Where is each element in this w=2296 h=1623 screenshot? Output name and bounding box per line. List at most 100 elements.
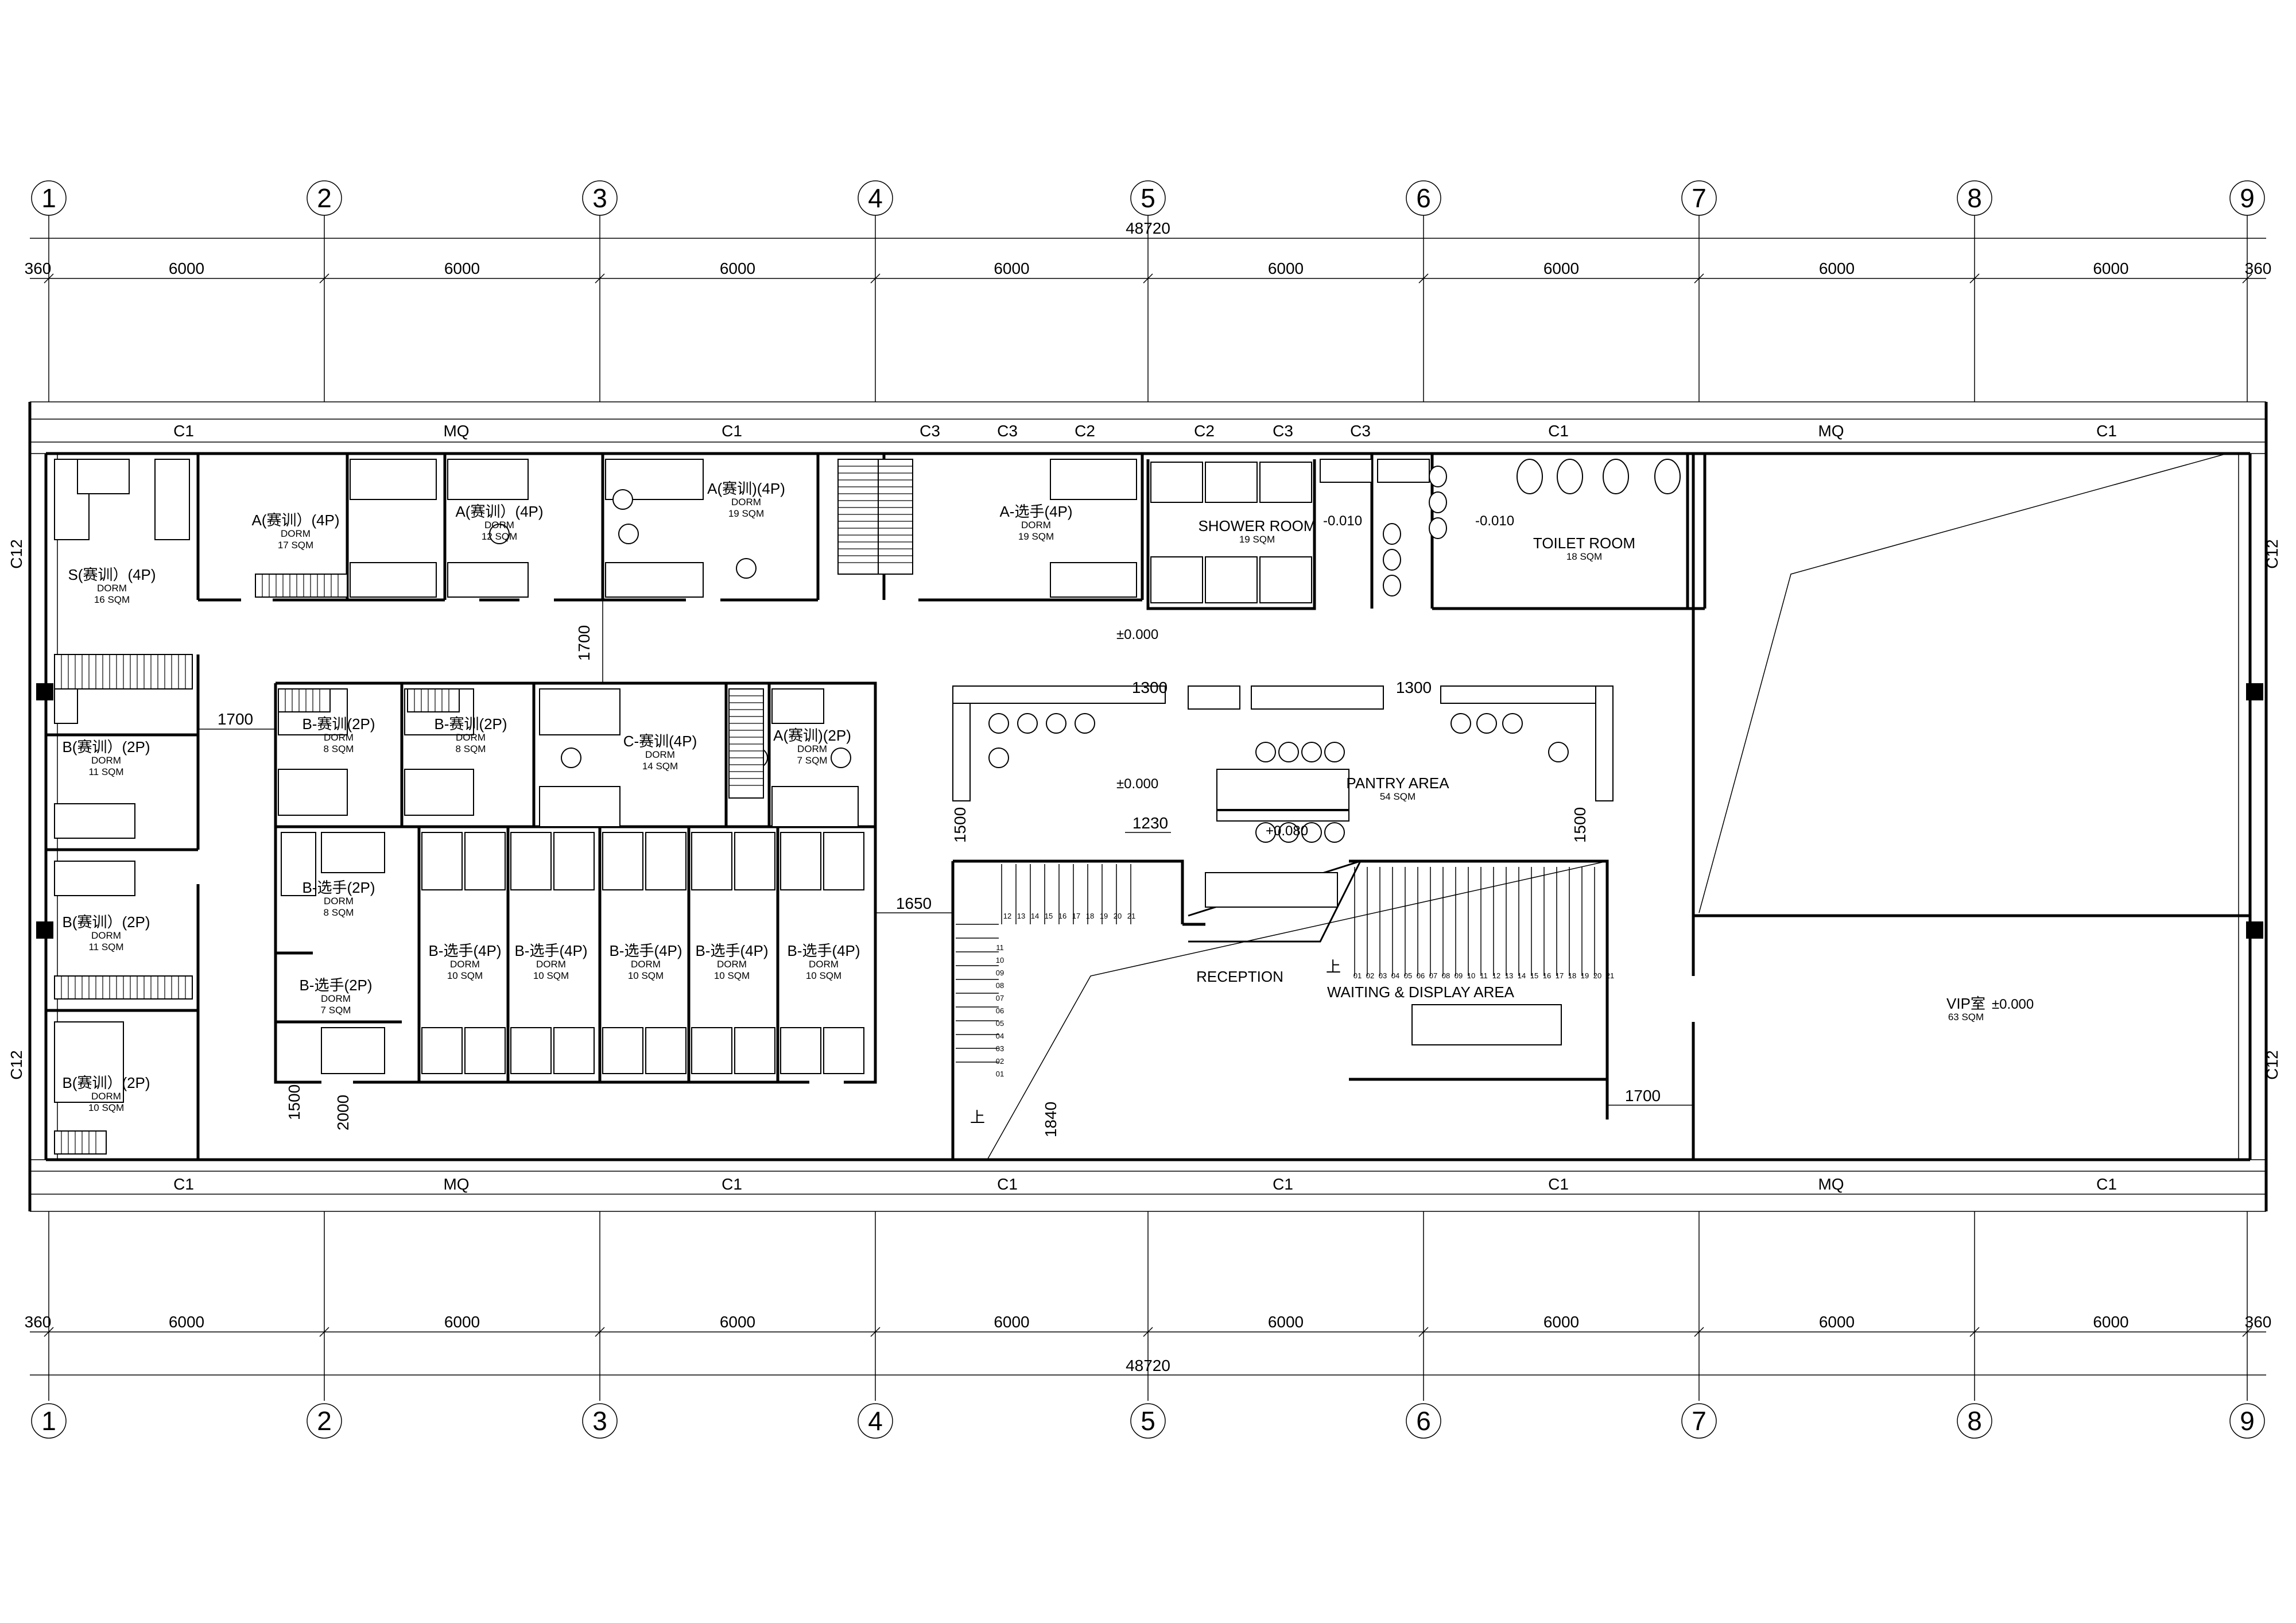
room-name-a-train-12: A(赛训）(4P) [455,503,543,520]
room-area: 19 SQM [1018,531,1054,542]
toilet [1557,459,1583,494]
stair-step-num: 14 [1518,971,1526,980]
dim-1230: 1230 [1133,814,1168,832]
dim-1700-vertical: 1700 [575,625,593,661]
axis-bubble [307,180,342,216]
window-label: C3 [1273,422,1293,440]
room-name-b-player-4p-1: B-选手(4P) [428,942,501,959]
window-label-side: C12 [2263,1050,2281,1079]
chair [988,747,1009,768]
stair-step-num: 03 [1379,971,1387,980]
bed [1050,459,1137,500]
stair-step-num: 21 [1127,912,1135,920]
room-type: DORM [281,528,311,539]
dim-1500-bottom: 1500 [285,1084,303,1120]
dim-bay: 6000 [1819,1313,1855,1331]
room-type: DORM [484,520,514,530]
dim-bay: 6000 [2093,1313,2128,1331]
window-label: C1 [997,1175,1018,1193]
stair-step-num: 09 [996,969,1004,977]
window-label: C1 [722,422,742,440]
room-name-b-train-8b: B-赛训(2P) [434,715,507,733]
window-label-side: C12 [7,539,25,568]
room-name-vip: VIP室 [1946,995,1985,1012]
axis-label: 6 [1416,183,1431,213]
axis-label: 7 [1692,183,1707,213]
stair-step-num: 01 [996,1070,1004,1078]
stair-step-num: 12 [1003,912,1011,920]
dim-1300-left: 1300 [1132,679,1168,696]
room-type: DORM [324,732,354,743]
axis-label: 5 [1141,183,1155,213]
bed [154,459,190,540]
bed [54,459,90,540]
room-name-a-train-7: A(赛训)(2P) [773,727,851,744]
room-area: 54 SQM [1380,791,1415,802]
toilet [1603,459,1629,494]
room-area: 10 SQM [533,970,569,981]
chair [1278,822,1299,843]
dim-1700-right: 1700 [1625,1087,1661,1105]
chair [1301,742,1322,762]
chair [1255,822,1276,843]
bed [823,832,864,890]
window-label: C3 [920,422,940,440]
chair [561,747,581,768]
diagonal-lines [987,453,2228,1160]
room-name-b-train-11b: B(赛训）(2P) [62,913,150,931]
chair [489,524,510,544]
sink [1429,466,1447,487]
stair-up-markers: 上 上 [970,958,1341,1126]
sink [1429,491,1447,513]
axis-label: 8 [1967,1406,1982,1436]
dim-1840: 1840 [1042,1102,1060,1137]
level-vip: ±0.000 [1992,997,2034,1012]
column [2246,683,2263,700]
bed [54,803,135,839]
room-area: 63 SQM [1948,1012,1984,1022]
bed [350,459,437,500]
room-type: DORM [91,930,121,941]
room-area: 10 SQM [714,970,750,981]
stair-step-num: 07 [1429,971,1437,980]
bed [321,1027,385,1074]
stair-step-num: 13 [1017,912,1025,920]
stair-step-num: 14 [1031,912,1039,920]
room-area: 10 SQM [806,970,841,981]
room-name-s-train: S(赛训）(4P) [68,566,156,583]
axis-label: 2 [317,1406,332,1436]
bed [602,832,643,890]
window-label: C1 [1548,422,1569,440]
window-label: MQ [443,422,469,440]
chair [1075,713,1095,734]
bed [447,562,529,598]
wardrobes [54,459,913,1155]
room-area: 17 SQM [278,540,313,551]
stair-step-num: 16 [1543,971,1551,980]
stair-up-label-left: 上 [970,1109,985,1126]
level-corridor: ±0.000 [1116,627,1158,642]
interior-walls [46,454,2250,1160]
level-markers: ±0.000 ±0.000 +0.080 -0.010 -0.010 ±0.00… [1116,513,2034,1012]
chair [618,524,639,544]
wardrobe [255,574,348,598]
stair-step-num: 11 [996,943,1004,952]
bed [771,688,824,724]
chair [1324,822,1345,843]
room-name-b-player-8: B-选手(2P) [302,879,375,896]
stair-step-num: 18 [1086,912,1094,920]
bed [321,832,385,873]
column [36,683,53,700]
room-type: DORM [645,749,675,760]
dim-bay: 6000 [1543,259,1579,277]
room-type: DORM [809,959,839,970]
room-name-b-player-4p-4: B-选手(4P) [695,942,768,959]
bed [539,786,620,827]
stair-step-num: 03 [996,1044,1004,1053]
axis-bubble [1130,180,1166,216]
dim-bay: 6000 [1268,1313,1304,1331]
window-label: C3 [997,422,1018,440]
axis-label: 2 [317,183,332,213]
